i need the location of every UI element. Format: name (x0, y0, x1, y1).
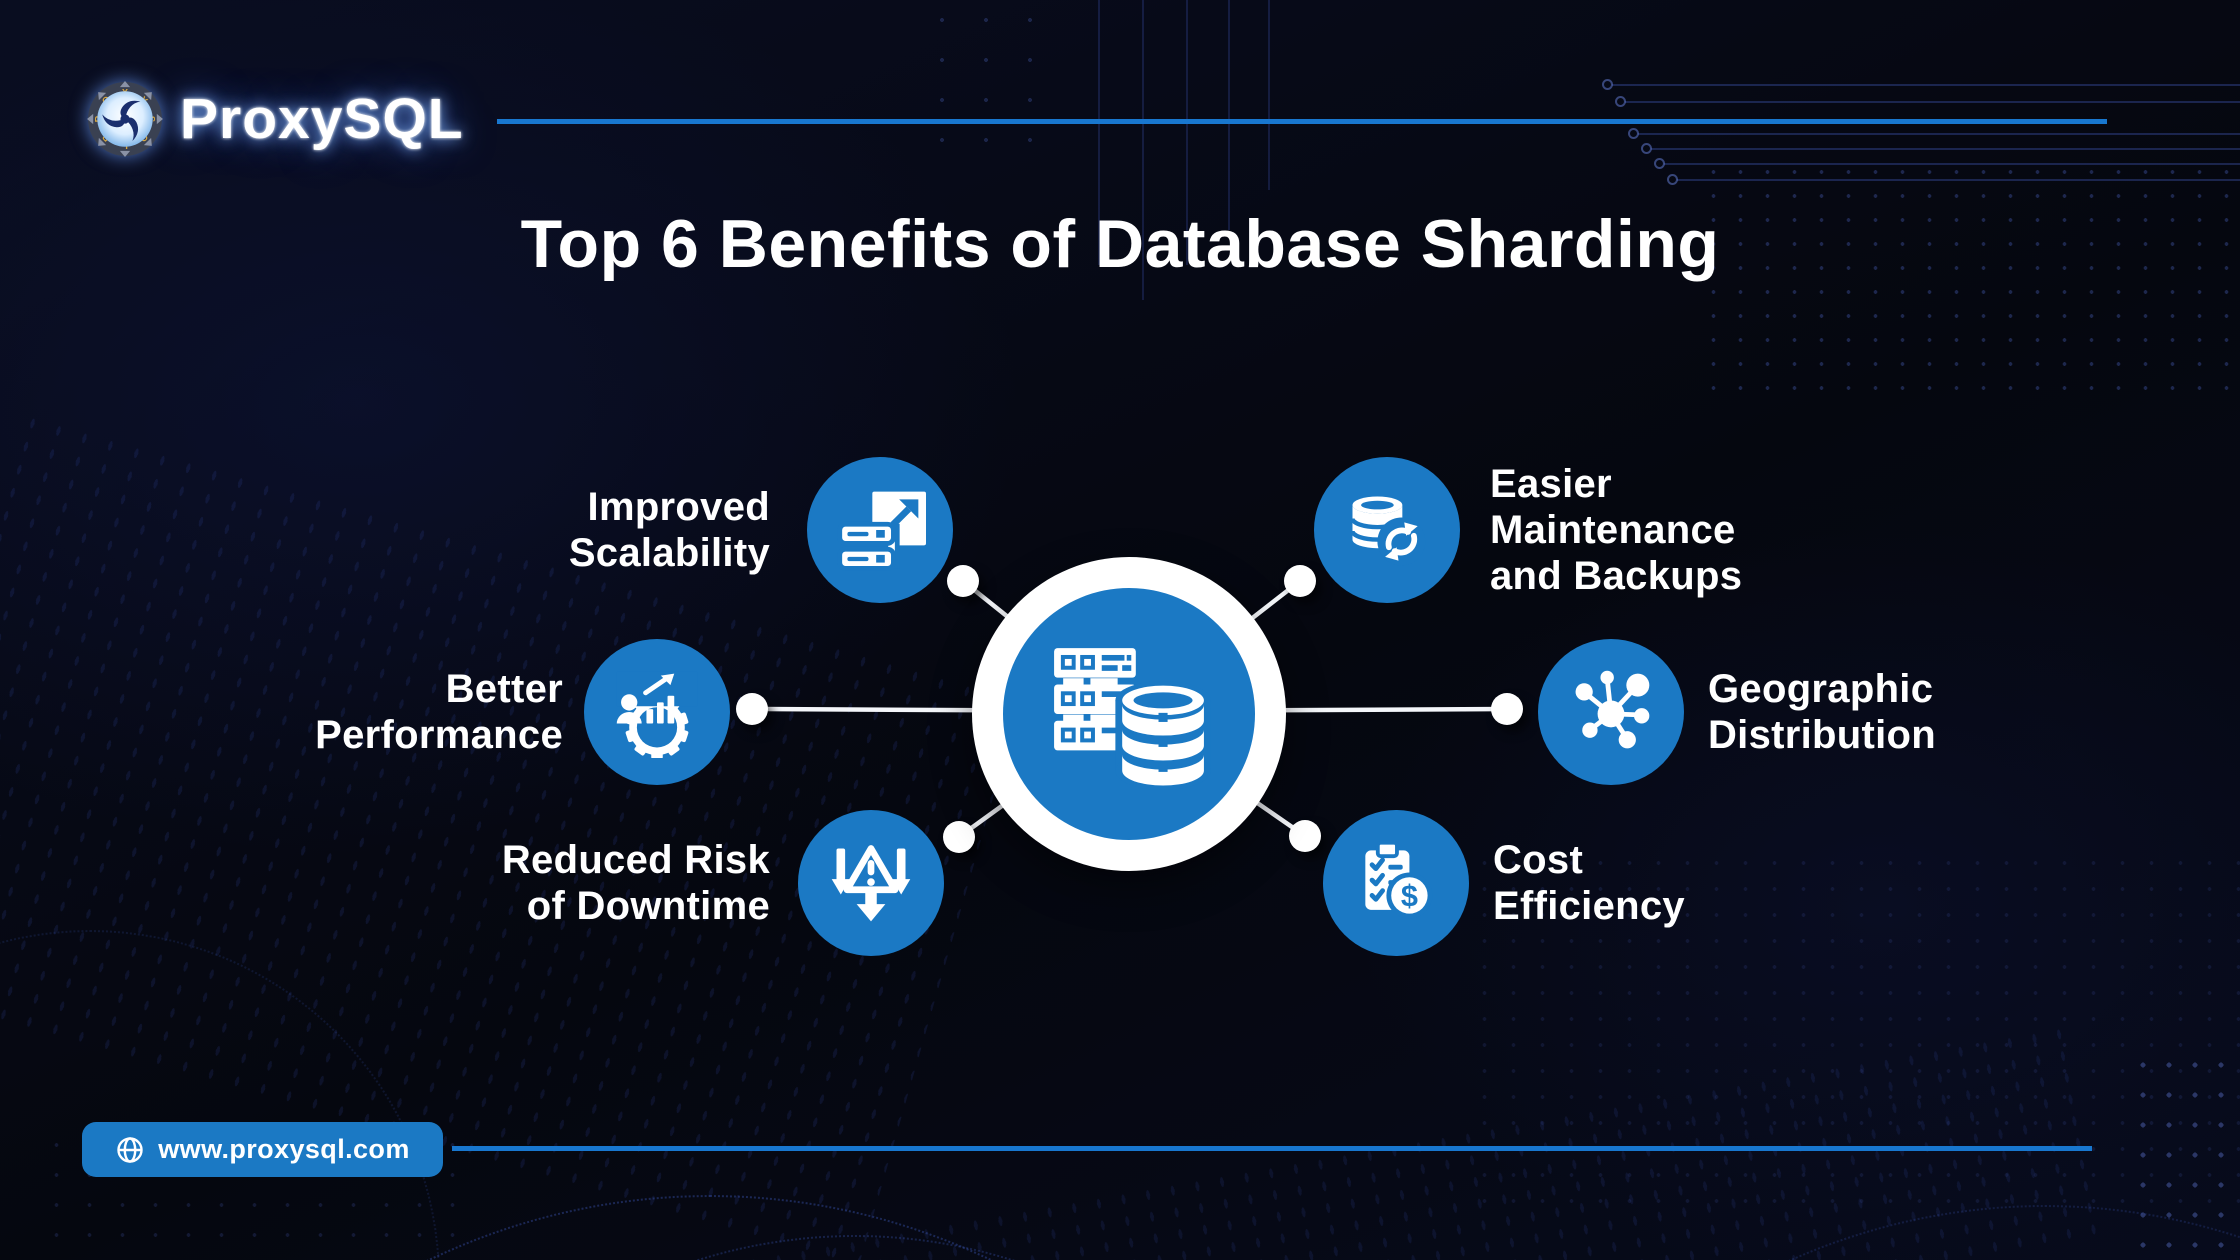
brand-name: ProxySQL (180, 87, 464, 151)
connector-dot (1289, 820, 1321, 852)
benefit-label-improved-scalability: Improved Scalability (568, 485, 770, 575)
website-url: www.proxysql.com (158, 1134, 410, 1164)
benefit-circle-better-performance (584, 639, 730, 785)
benefit-label-reduced-risk-of-downtime: Reduced Risk of Downtime (501, 838, 770, 928)
connector-dot (943, 821, 975, 853)
benefit-label-geographic-distribution: Geographic Distribution (1708, 667, 1937, 757)
header-divider-line (497, 119, 2107, 124)
website-link[interactable]: www.proxysql.com (82, 1122, 443, 1177)
benefit-circle-geographic-distribution (1538, 639, 1684, 785)
proxysql-swirl-logo-icon: P R O X Y S Q L (87, 81, 163, 157)
connector-dot (947, 565, 979, 597)
brand-logo: P R O X Y S Q L (86, 80, 464, 158)
network-hub-icon (1575, 670, 1650, 749)
performance-gear-chart-icon (616, 671, 698, 758)
connector-dot (736, 693, 768, 725)
benefit-label-easier-maintenance-and-backups: Easier Maintenance and Backups (1490, 462, 1743, 598)
footer-divider-line (452, 1146, 2092, 1151)
benefit-circle-improved-scalability (807, 457, 953, 603)
benefit-label-cost-efficiency: Cost Efficiency (1493, 838, 1685, 928)
connector-dot (1284, 565, 1316, 597)
database-backup-icon (1350, 496, 1426, 566)
benefit-label-better-performance: Better Performance (315, 667, 563, 757)
cost-checklist-icon: $ (1365, 840, 1433, 919)
benefit-circle-easier-maintenance-and-backups (1314, 457, 1460, 603)
page-title: Top 6 Benefits of Database Sharding (520, 206, 1720, 282)
connector-dot (1491, 693, 1523, 725)
benefit-circle-reduced-risk-of-downtime (798, 810, 944, 956)
benefit-circle-cost-efficiency: $ (1323, 810, 1469, 956)
svg-text:$: $ (1401, 879, 1418, 913)
central-hub-circle (972, 557, 1286, 871)
downtime-warning-icon (831, 845, 911, 922)
sharded-database-icon (1054, 648, 1211, 791)
central-hub-inner (1003, 588, 1255, 840)
scalability-expand-icon (837, 491, 926, 571)
globe-icon (117, 1136, 143, 1163)
